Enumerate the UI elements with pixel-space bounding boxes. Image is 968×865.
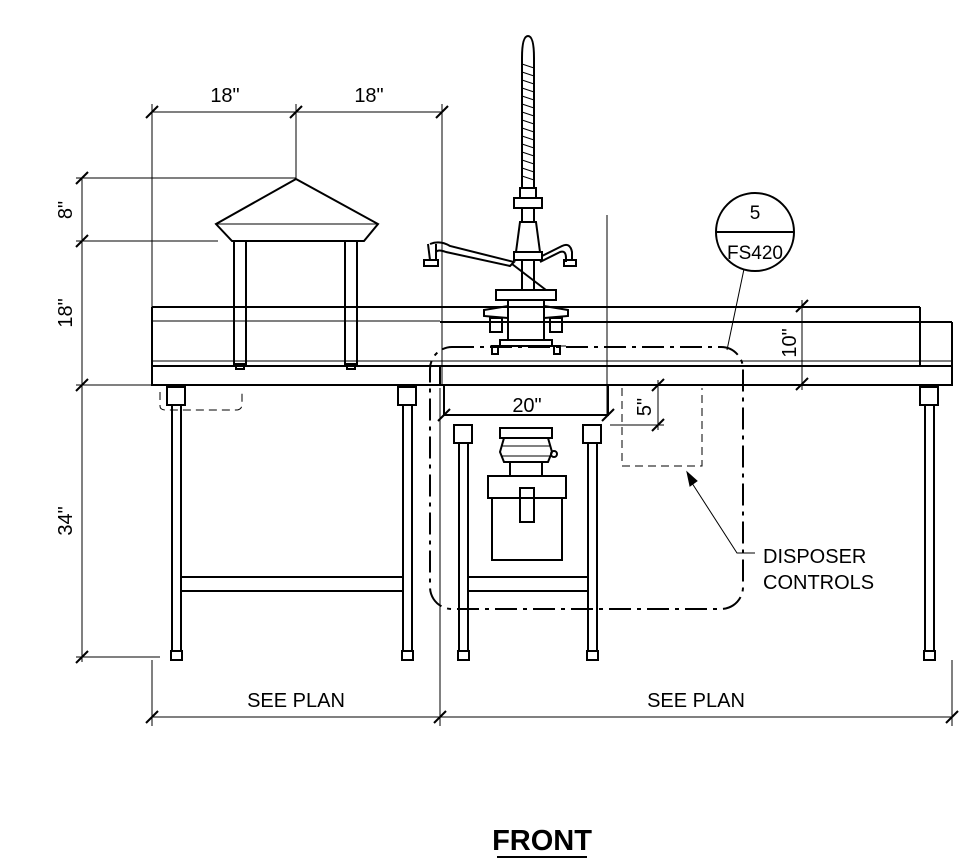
sink-depth-dimension: 5" [610, 378, 665, 432]
sink-width-dimension: 20" [437, 395, 615, 422]
heat-lamp-hood [214, 177, 380, 370]
right-length-label: SEE PLAN [647, 690, 745, 712]
view-title-text: FRONT [492, 825, 592, 857]
hood-height-label: 8" [55, 201, 77, 219]
sink-width-label: 20" [512, 395, 541, 417]
hood-width-left-label: 18" [210, 85, 239, 107]
note-line-1: DISPOSER [763, 546, 866, 568]
shelf-height-label: 18" [55, 298, 77, 327]
pre-rinse-faucet [423, 34, 577, 355]
hood-width-dimension: 18" 18" [145, 85, 449, 385]
left-length-label: SEE PLAN [247, 690, 345, 712]
length-dimension: SEE PLAN SEE PLAN [145, 388, 959, 726]
leader-arrowhead-icon [686, 470, 698, 487]
garbage-disposer [487, 427, 567, 561]
right-sink-table [290, 215, 953, 661]
hood-width-right-label: 18" [354, 85, 383, 107]
table-height-label: 34" [55, 506, 77, 535]
view-title: FRONT [492, 825, 592, 858]
sink-depth-label: 5" [634, 398, 656, 416]
left-table [151, 306, 441, 661]
backsplash-height-label: 10" [779, 328, 801, 357]
disposer-controls-note: DISPOSER CONTROLS [686, 470, 874, 594]
callout-detail-number: 5 [750, 203, 761, 224]
note-line-2: CONTROLS [763, 572, 874, 594]
backsplash-height-dimension: 10" [779, 299, 809, 391]
left-height-dimensions: 8" 18" 34" [55, 171, 296, 664]
detail-boundary [429, 346, 744, 610]
detail-callout: 5 FS420 [715, 192, 795, 351]
callout-sheet-number: FS420 [727, 243, 783, 264]
